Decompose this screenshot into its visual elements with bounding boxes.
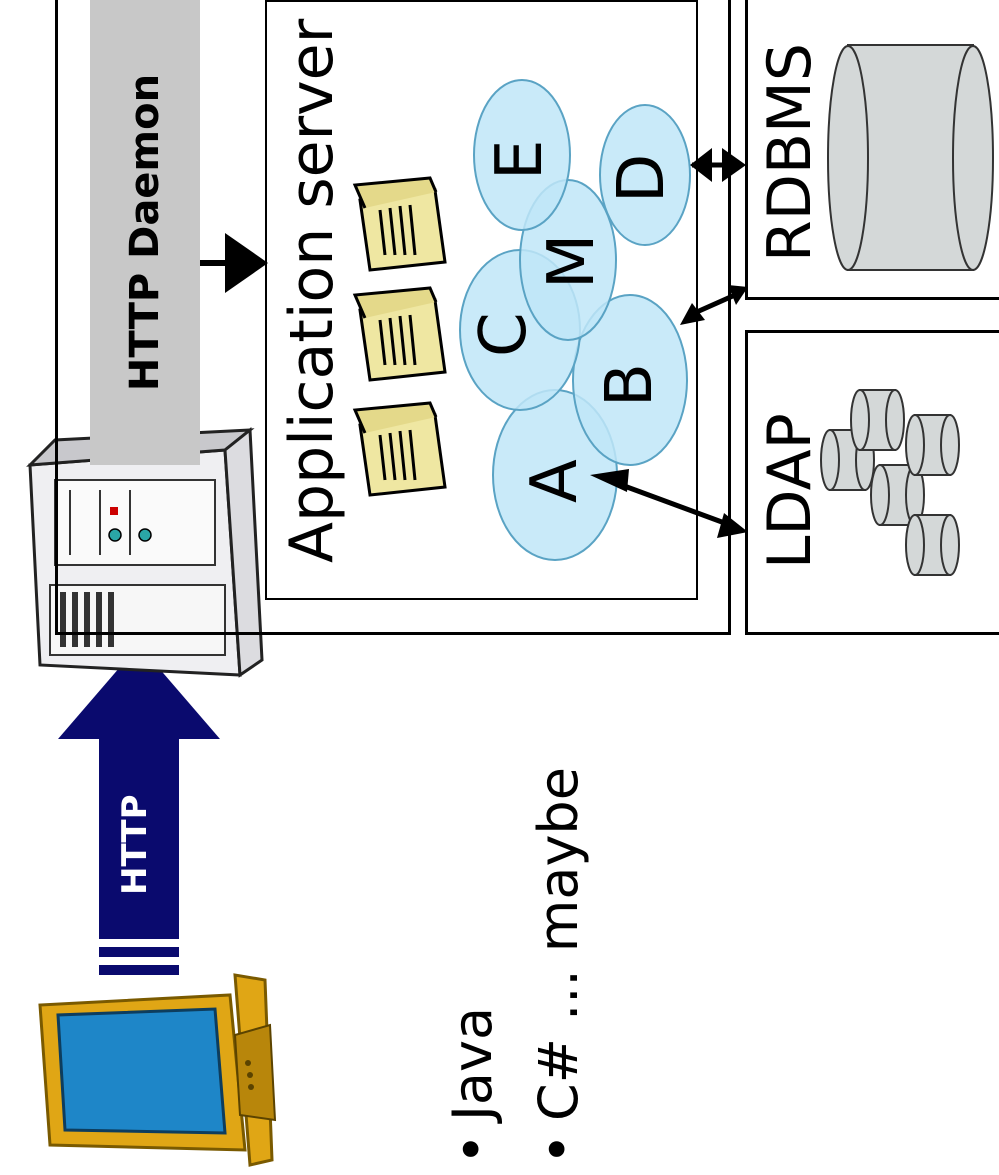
document-icon — [352, 176, 447, 272]
database-cylinder-icon — [905, 414, 960, 476]
database-cylinder-icon — [850, 389, 905, 451]
language-list: Java C# ... maybe — [430, 767, 602, 1165]
component-e — [473, 79, 571, 231]
document-icon — [352, 401, 447, 497]
language-item: C# ... maybe — [516, 767, 602, 1165]
database-cylinder-icon — [870, 464, 925, 526]
component-b — [572, 294, 688, 466]
b-rdbms-arrow — [680, 285, 748, 325]
document-icon — [352, 286, 447, 382]
language-item: Java — [430, 767, 516, 1165]
database-cylinder-icon — [905, 514, 960, 576]
component-d — [599, 104, 691, 246]
a-ldap-arrow — [590, 469, 748, 538]
d-rdbms-arrow — [690, 148, 746, 182]
